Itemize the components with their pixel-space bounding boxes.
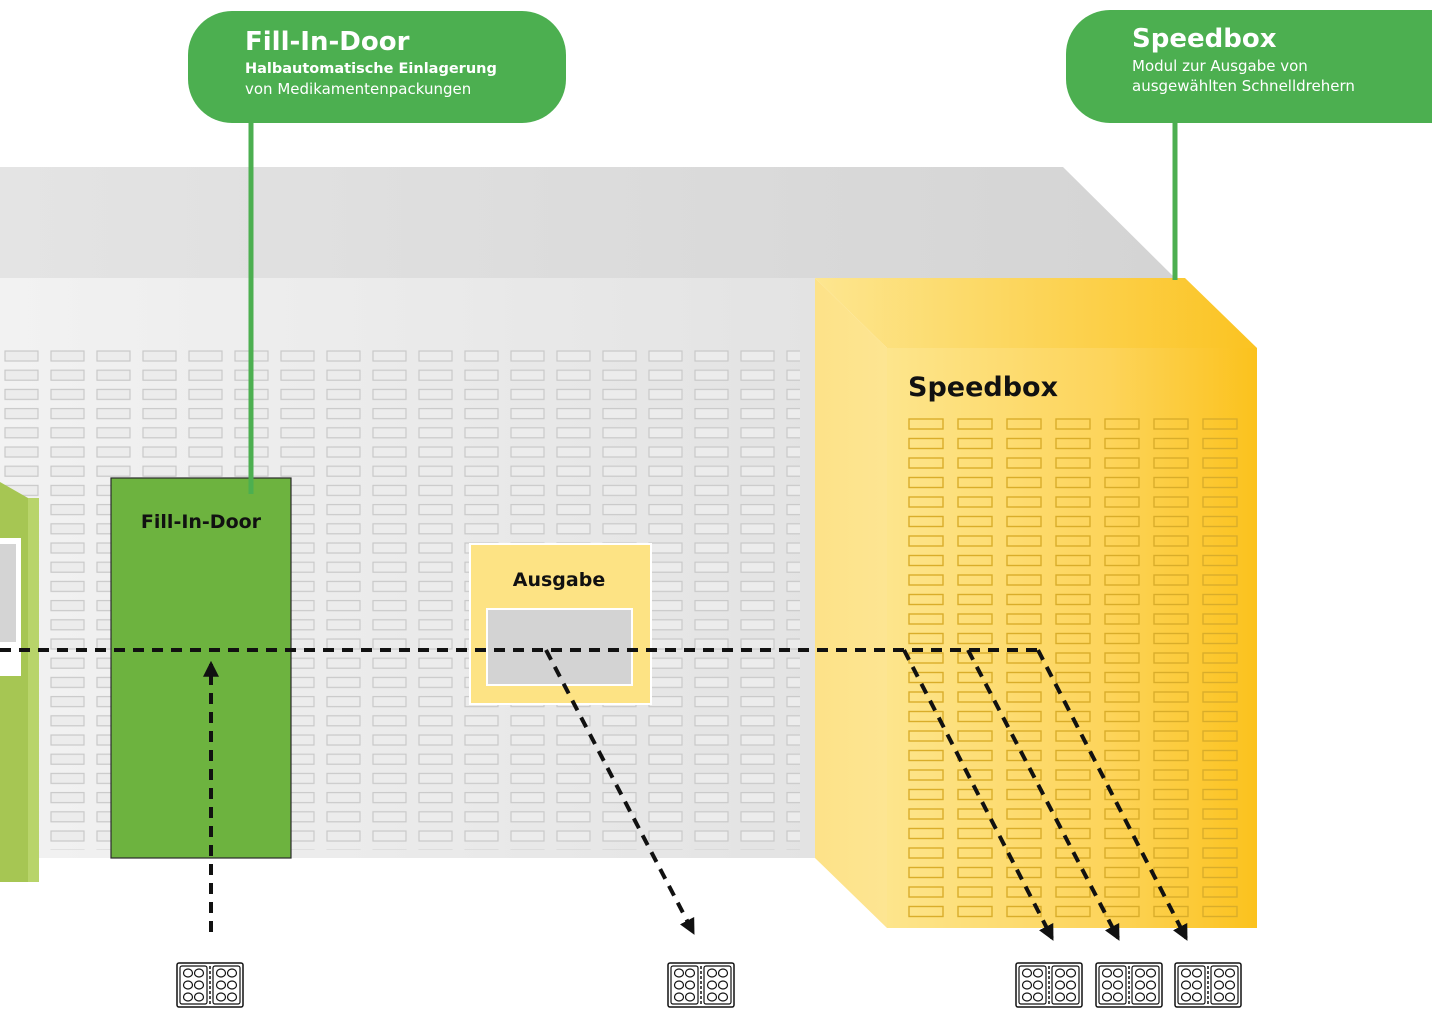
fill-in-door-callout-title: Fill-In-Door bbox=[245, 27, 410, 57]
medicine-pack-icon bbox=[1095, 962, 1163, 1008]
medicine-pack-icon bbox=[1015, 962, 1083, 1008]
speedbox-module bbox=[815, 278, 1257, 928]
speedbox-callout-line2: ausgewählten Schnelldrehern bbox=[1132, 77, 1355, 95]
medicine-pack-icon bbox=[1174, 962, 1242, 1008]
arrow-down-icon bbox=[1036, 649, 1188, 941]
speedbox-storage-cells bbox=[906, 414, 1246, 919]
arrow-down-icon bbox=[544, 649, 695, 935]
cabinet-top bbox=[0, 167, 1175, 278]
speedbox-label: Speedbox bbox=[908, 372, 1058, 403]
fill-in-door-callout-subtitle: Halbautomatische Einlagerung bbox=[245, 61, 497, 77]
fill-in-door-callout-text: von Medikamentenpackungen bbox=[245, 80, 472, 98]
arrow-down-icon bbox=[902, 649, 1054, 941]
fill-in-door-callout: Fill-In-Door Halbautomatische Einlagerun… bbox=[188, 11, 566, 123]
speedbox-callout: Speedbox Modul zur Ausgabe von ausgewähl… bbox=[1066, 10, 1432, 123]
fill-in-door bbox=[110, 477, 292, 859]
medicine-pack-icon bbox=[176, 962, 244, 1008]
ausgabe-label: Ausgabe bbox=[513, 569, 605, 591]
speedbox-callout-line1: Modul zur Ausgabe von bbox=[1132, 57, 1308, 75]
speedbox-callout-title: Speedbox bbox=[1132, 24, 1277, 54]
left-module bbox=[0, 482, 39, 882]
fill-in-door-label: Fill-In-Door bbox=[141, 511, 262, 533]
arrow-down-icon bbox=[966, 649, 1120, 941]
medicine-pack-icon bbox=[667, 962, 735, 1008]
